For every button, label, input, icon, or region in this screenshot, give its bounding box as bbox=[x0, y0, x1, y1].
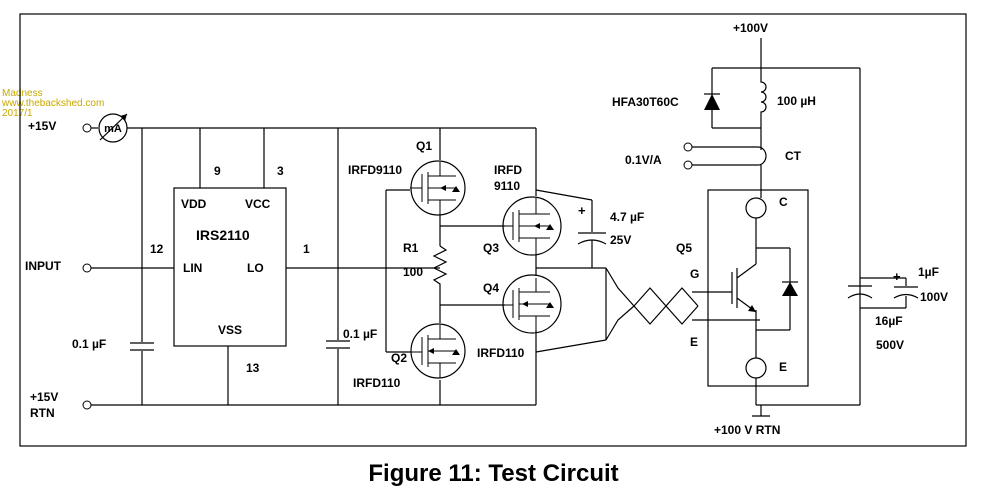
terminal-input bbox=[82, 263, 92, 273]
label-r1: R1 bbox=[403, 241, 419, 255]
twisted-pair bbox=[605, 267, 699, 307]
label-15v-rtn: +15V bbox=[30, 390, 58, 404]
terminal-15v-rtn bbox=[82, 400, 92, 410]
test-circuit-schematic: +15V mA INPUT +15V RTN 0.1 µF 0.1 µF 9 3… bbox=[19, 13, 967, 447]
terminal-15v bbox=[82, 123, 92, 133]
label-q2-part: IRFD110 bbox=[353, 376, 401, 390]
label-cap2: 0.1 µF bbox=[343, 327, 377, 341]
watermark: Madness www.thebackshed.com 2017/1 bbox=[2, 89, 104, 119]
label-e-gate: E bbox=[690, 335, 698, 349]
ct-terminal bbox=[683, 160, 693, 170]
label-q1: Q1 bbox=[416, 139, 432, 153]
label-pin1: 1 bbox=[303, 242, 310, 256]
label-15v: +15V bbox=[28, 119, 56, 133]
label-1uf: 1µF bbox=[918, 265, 939, 279]
figure-caption: Figure 11: Test Circuit bbox=[368, 460, 619, 487]
label-q3-part-a: IRFD bbox=[494, 163, 522, 177]
label-vdd: VDD bbox=[181, 197, 207, 211]
capacitor-plate bbox=[847, 293, 873, 299]
label-16uf: 16µF bbox=[875, 314, 903, 328]
label-diode: HFA30T60C bbox=[612, 95, 679, 109]
igbt-diode bbox=[782, 281, 798, 296]
diagram-frame bbox=[19, 13, 967, 447]
inductor-100uh bbox=[760, 68, 767, 150]
label-500v: 500V bbox=[876, 338, 904, 352]
label-inductor: 100 µH bbox=[777, 94, 816, 108]
mosfet-q3 bbox=[502, 196, 562, 256]
label-rtn: RTN bbox=[30, 406, 55, 420]
label-ct-scale: 0.1V/A bbox=[625, 153, 662, 167]
label-ct: CT bbox=[785, 149, 802, 163]
label-g: G bbox=[690, 267, 699, 281]
label-25v: 25V bbox=[610, 233, 631, 247]
igbt-symbol bbox=[731, 248, 757, 313]
capacitor-plate bbox=[893, 293, 919, 299]
label-q4-part: IRFD110 bbox=[477, 346, 525, 360]
polarity-plus: + bbox=[893, 269, 901, 284]
label-pin3: 3 bbox=[277, 164, 284, 178]
terminal-e bbox=[745, 357, 767, 379]
polarity-plus: + bbox=[578, 203, 586, 218]
ct-terminal bbox=[683, 142, 693, 152]
label-ma: mA bbox=[104, 123, 122, 135]
label-100v-rtn: +100 V RTN bbox=[714, 423, 780, 437]
label-lo: LO bbox=[247, 261, 264, 275]
label-vcc: VCC bbox=[245, 197, 271, 211]
watermark-line: www.thebackshed.com bbox=[2, 98, 105, 109]
label-pin13: 13 bbox=[246, 361, 260, 375]
label-pin9: 9 bbox=[214, 164, 221, 178]
mosfet-q2 bbox=[410, 323, 466, 379]
watermark-line: 2017/1 bbox=[2, 108, 33, 119]
label-100v: +100V bbox=[733, 21, 768, 35]
watermark-line: Madness bbox=[2, 88, 43, 99]
label-q1-part: IRFD9110 bbox=[348, 163, 402, 177]
label-vss: VSS bbox=[218, 323, 242, 337]
label-pin12: 12 bbox=[150, 242, 164, 256]
label-c: C bbox=[779, 195, 788, 209]
label-q3: Q3 bbox=[483, 241, 499, 255]
igbt-module-q5 bbox=[707, 189, 809, 387]
label-100v-cap: 100V bbox=[920, 290, 948, 304]
label-e: E bbox=[779, 360, 787, 374]
mosfet-q4 bbox=[502, 274, 562, 334]
label-lin: LIN bbox=[183, 261, 202, 275]
ic-name-label: IRS2110 bbox=[196, 227, 250, 243]
label-q3-part-b: 9110 bbox=[494, 179, 520, 193]
terminal-c bbox=[745, 197, 767, 219]
label-r1-value: 100 bbox=[403, 265, 423, 279]
label-q2: Q2 bbox=[391, 351, 407, 365]
label-q5: Q5 bbox=[676, 241, 692, 255]
current-transformer-ct bbox=[692, 146, 767, 166]
label-input: INPUT bbox=[25, 259, 62, 273]
label-cap1: 0.1 µF bbox=[72, 337, 106, 351]
ic-irs2110 bbox=[173, 187, 287, 347]
label-q4: Q4 bbox=[483, 281, 499, 295]
diode-hfa30t60c bbox=[704, 93, 720, 110]
resistor-r1 bbox=[432, 245, 448, 288]
mosfet-q1 bbox=[410, 160, 466, 216]
label-cap-4-7uf: 4.7 µF bbox=[610, 210, 644, 224]
